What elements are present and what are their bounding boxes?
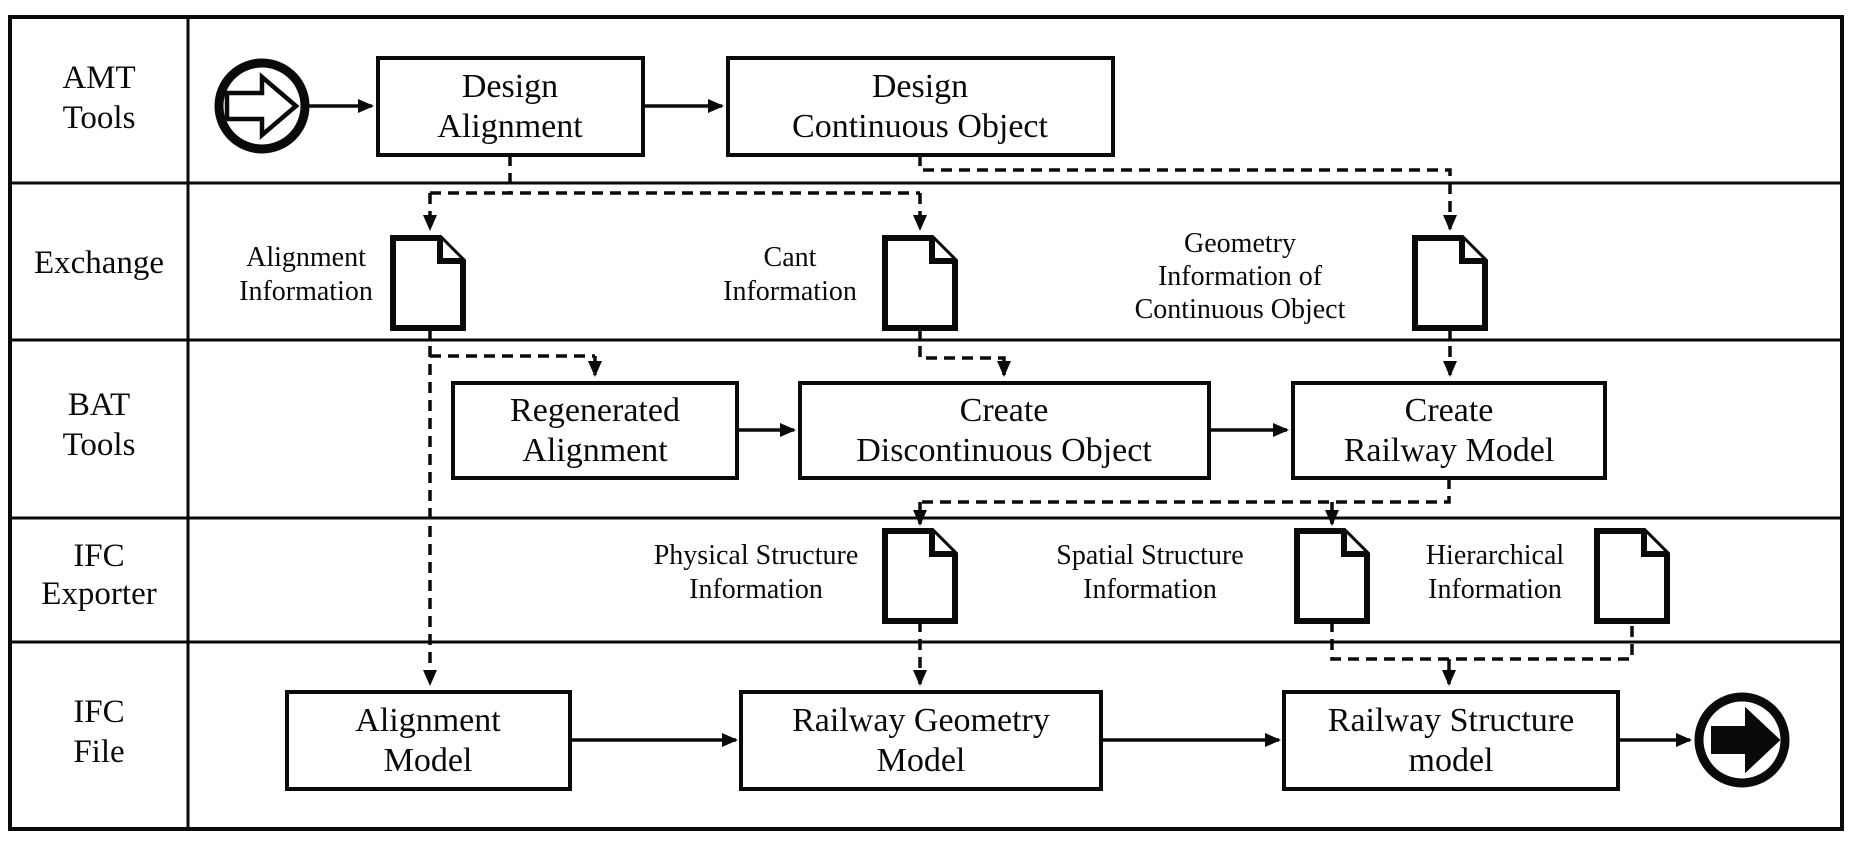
end-arrow-icon xyxy=(1711,706,1781,774)
doc-label-physical-structure-line-2: Information xyxy=(689,574,823,605)
lane-label-bat-tools-line-1: BAT xyxy=(68,387,130,423)
task-railway-geometry-model xyxy=(739,690,1103,791)
task-regenerated-alignment-line-1: Regenerated xyxy=(510,392,680,429)
lane-exchange: Alignment Information Cant Information G… xyxy=(239,228,1488,331)
lane-ifc-file: Alignment Model Railway Geometry Model R… xyxy=(285,690,1790,791)
task-alignment-model-line-2: Model xyxy=(384,742,473,779)
task-create-railway-model xyxy=(1291,381,1607,480)
document-fold-hierarchical-information xyxy=(1641,531,1667,557)
task-create-discontinuous-object-line-1: Create xyxy=(960,392,1049,429)
task-railway-structure-model xyxy=(1282,690,1620,791)
data-flows-bat-to-exporter xyxy=(913,478,1451,526)
task-railway-geometry-model-line-2: Model xyxy=(877,742,966,779)
document-fold-physical-structure xyxy=(929,531,955,557)
task-railway-geometry-model-line-1: Railway Geometry xyxy=(792,702,1050,739)
doc-label-spatial-structure-line-2: Information xyxy=(1083,574,1217,605)
lane-amt-tools: Design Alignment Design Continuous Objec… xyxy=(214,56,1115,157)
doc-label-geometry-information-line-3: Continuous Object xyxy=(1135,294,1346,325)
doc-label-cant-information-line-1: Cant xyxy=(764,242,817,273)
task-alignment-model-line-1: Alignment xyxy=(355,702,501,739)
task-railway-structure-model-line-2: model xyxy=(1409,742,1494,779)
start-arrow-icon xyxy=(224,72,300,140)
doc-label-cant-information-line-2: Information xyxy=(723,276,857,307)
lane-label-bat-tools-line-2: Tools xyxy=(63,427,136,463)
data-flow-create-railway-model-distribution xyxy=(920,478,1451,504)
task-design-continuous-object-line-1: Design xyxy=(872,68,968,105)
lane-labels: AMT Tools Exchange BAT Tools IFC Exporte… xyxy=(34,60,164,770)
doc-label-geometry-information-line-2: Information of xyxy=(1158,261,1323,292)
task-railway-structure-model-line-1: Railway Structure xyxy=(1328,702,1574,739)
data-flows-exporter-to-file xyxy=(913,621,1634,686)
table-outer-border xyxy=(8,15,1844,831)
task-create-railway-model-line-2: Railway Model xyxy=(1344,432,1555,469)
lane-label-ifc-exporter-line-2: Exporter xyxy=(41,576,156,612)
doc-label-geometry-information-line-1: Geometry xyxy=(1184,228,1296,259)
task-create-railway-model-line-1: Create xyxy=(1405,392,1494,429)
document-fold-geometry-information xyxy=(1459,238,1485,264)
doc-label-physical-structure-line-1: Physical Structure xyxy=(654,540,859,571)
data-flow-cant-info-to-create-discontinuous-object xyxy=(918,328,1011,377)
doc-label-hierarchical-information-line-2: Information xyxy=(1428,574,1562,605)
task-create-discontinuous-object xyxy=(798,381,1211,480)
lane-ifc-exporter: Physical Structure Information Spatial S… xyxy=(654,528,1670,624)
data-flow-spatial-hierarchical-merge xyxy=(1330,621,1634,661)
swimlane-grid xyxy=(8,15,1844,831)
document-fold-cant-information xyxy=(929,238,955,264)
lane-label-ifc-file-line-1: IFC xyxy=(73,694,124,730)
task-design-alignment-line-1: Design xyxy=(462,68,558,105)
doc-label-spatial-structure-line-1: Spatial Structure xyxy=(1056,540,1243,571)
lane-label-amt-tools-line-1: AMT xyxy=(62,60,135,96)
lane-bat-tools: Regenerated Alignment Create Discontinuo… xyxy=(451,381,1607,480)
document-fold-alignment-information xyxy=(437,238,463,264)
doc-label-hierarchical-information-line-1: Hierarchical xyxy=(1426,540,1565,571)
document-fold-spatial-structure xyxy=(1341,531,1367,557)
task-design-alignment-line-2: Alignment xyxy=(437,108,583,145)
task-design-continuous-object-line-2: Continuous Object xyxy=(792,108,1048,145)
lane-label-ifc-file-line-2: File xyxy=(73,734,124,770)
doc-label-alignment-information-line-2: Information xyxy=(239,276,373,307)
task-alignment-model xyxy=(285,690,572,791)
doc-label-alignment-information-line-1: Alignment xyxy=(246,242,366,273)
data-flows-amt-to-exchange xyxy=(423,155,1457,231)
lane-label-amt-tools-line-2: Tools xyxy=(63,100,136,136)
task-regenerated-alignment xyxy=(451,381,739,480)
data-flow-to-geometry-information-doc xyxy=(918,155,1457,231)
lane-label-exchange: Exchange xyxy=(34,245,164,281)
task-regenerated-alignment-line-2: Alignment xyxy=(522,432,668,469)
task-create-discontinuous-object-line-2: Discontinuous Object xyxy=(856,432,1152,469)
lane-label-ifc-exporter-line-1: IFC xyxy=(73,538,124,574)
data-flows-exchange-to-bat xyxy=(423,328,1457,686)
